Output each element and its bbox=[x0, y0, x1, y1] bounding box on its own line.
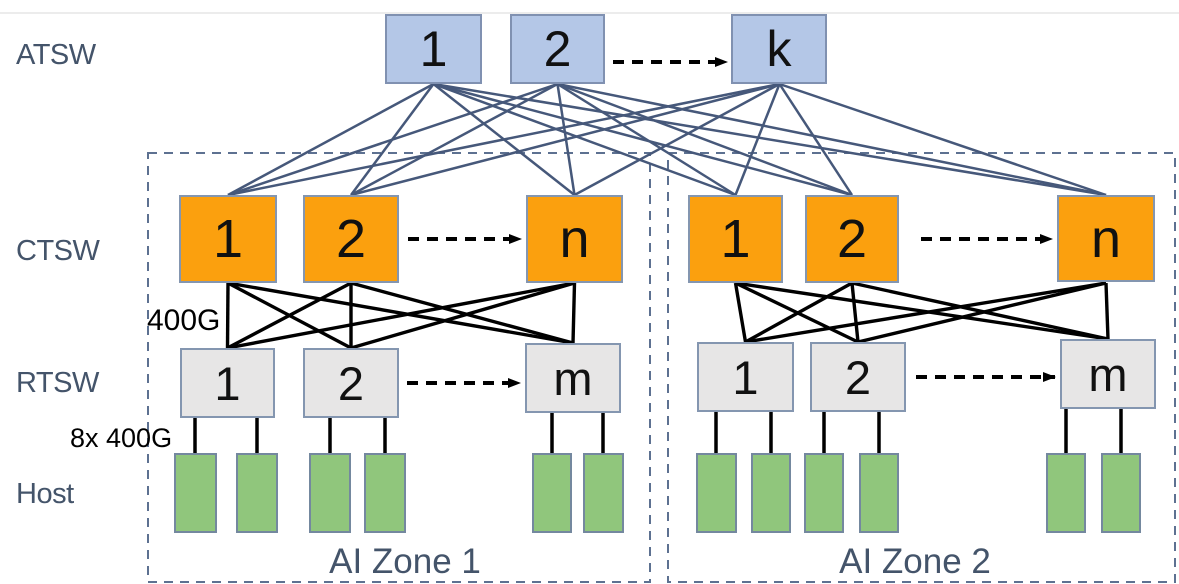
layer-label-host: Host bbox=[16, 478, 74, 510]
top-border-line bbox=[0, 12, 1179, 14]
layer-label-rtsw: RTSW bbox=[16, 367, 99, 399]
zone1-label: AI Zone 1 bbox=[329, 542, 481, 581]
ctsw-node-zone1-n: n bbox=[526, 195, 623, 283]
host-node-zone1-6 bbox=[583, 453, 624, 533]
ctsw-node-zone2-1: 1 bbox=[688, 195, 783, 283]
ctsw-node-zone2-2: 2 bbox=[805, 195, 899, 283]
zone2-label: AI Zone 2 bbox=[839, 542, 991, 581]
link-label-400g: 400G bbox=[147, 304, 221, 337]
host-node-zone1-2 bbox=[236, 453, 278, 533]
ctsw-node-zone1-2: 2 bbox=[303, 195, 399, 283]
rtsw-node-zone2-1: 1 bbox=[697, 342, 794, 412]
atsw-node-k: k bbox=[731, 14, 827, 84]
host-node-zone2-2 bbox=[751, 453, 791, 533]
layer-label-ctsw: CTSW bbox=[16, 235, 100, 267]
host-node-zone1-5 bbox=[532, 453, 572, 533]
host-node-zone2-5 bbox=[1046, 453, 1086, 533]
host-node-zone2-3 bbox=[804, 453, 844, 533]
host-node-zone2-1 bbox=[696, 453, 737, 533]
layer-label-atsw: ATSW bbox=[16, 39, 96, 71]
rtsw-node-zone2-m: m bbox=[1060, 339, 1156, 409]
atsw-node-1: 1 bbox=[385, 14, 482, 84]
host-node-zone1-1 bbox=[174, 453, 217, 533]
ctsw-node-zone2-n: n bbox=[1057, 195, 1155, 282]
rtsw-node-zone1-m: m bbox=[525, 343, 621, 413]
rtsw-node-zone2-2: 2 bbox=[810, 342, 906, 412]
host-node-zone2-4 bbox=[859, 453, 899, 533]
ctsw-node-zone1-1: 1 bbox=[179, 195, 277, 283]
rtsw-node-zone1-2: 2 bbox=[303, 348, 399, 418]
rtsw-node-zone1-1: 1 bbox=[180, 348, 275, 418]
host-node-zone2-6 bbox=[1101, 453, 1141, 533]
host-node-zone1-3 bbox=[309, 453, 351, 533]
host-node-zone1-4 bbox=[364, 453, 406, 533]
atsw-node-2: 2 bbox=[510, 14, 605, 84]
link-label-8x-400g: 8x 400G bbox=[70, 423, 173, 453]
